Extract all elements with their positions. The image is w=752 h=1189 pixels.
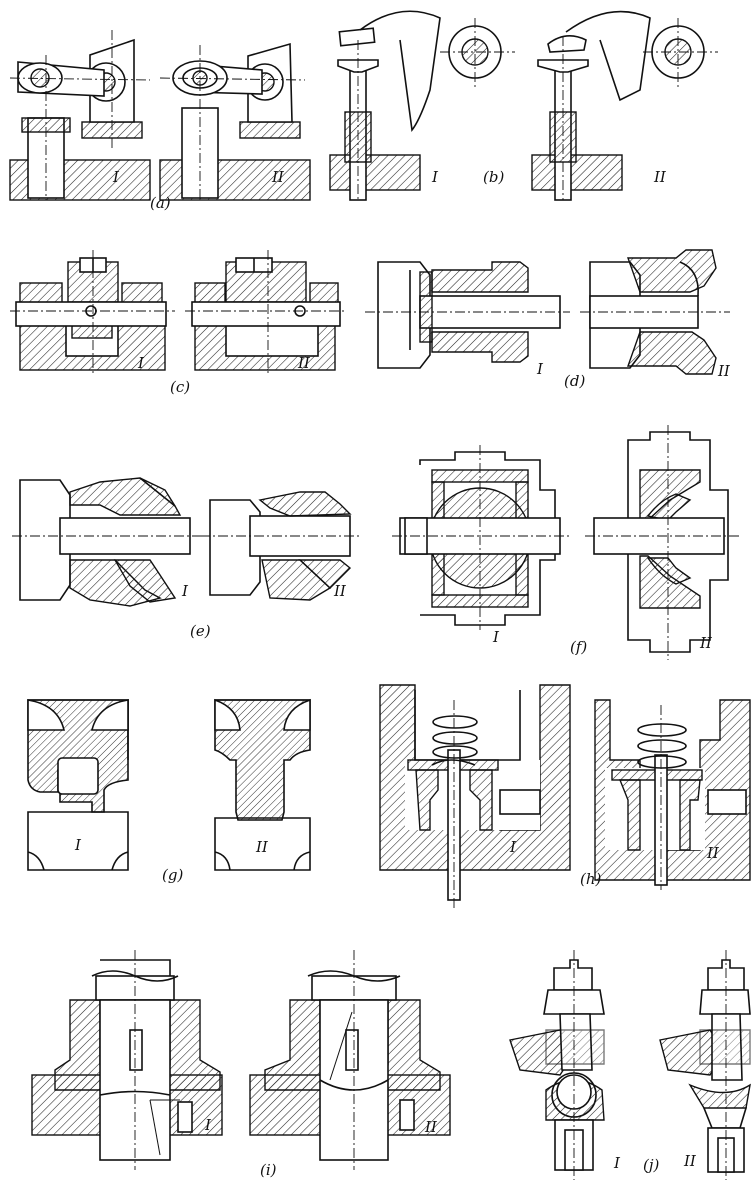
panel-b-variant-1-drawing <box>329 10 515 201</box>
panel-b-caption: (b) <box>483 168 504 186</box>
panel-f-variant-1-label: I <box>492 628 500 646</box>
panel-h-variant-2-drawing <box>594 699 751 890</box>
panel-i-variant-1-drawing <box>31 950 223 1170</box>
panel-e-caption: (e) <box>190 622 211 640</box>
panel-g-variant-1-label: I <box>74 836 82 854</box>
panel-c-caption: (c) <box>170 378 190 396</box>
panel-i-variant-1-label: I <box>204 1116 212 1134</box>
panel-f-variant-2-drawing <box>585 425 740 660</box>
panel-a-caption: (a) <box>150 194 171 212</box>
panel-a: I II (a) <box>9 30 311 212</box>
panel-j: I II (j) <box>509 950 751 1180</box>
panel-h-variant-1-drawing <box>379 684 571 910</box>
panel-j-variant-2-label: II <box>683 1152 697 1170</box>
panel-h-caption: (h) <box>580 870 602 888</box>
panel-g-variant-2-label: II <box>255 838 269 856</box>
panel-h-variant-2-label: II <box>706 844 720 862</box>
panel-c: I II (c) <box>10 250 345 396</box>
panel-d: I II (d) <box>365 249 731 390</box>
panel-e-variant-1-label: I <box>181 582 189 600</box>
panel-e: I II (e) <box>12 477 362 640</box>
panel-g-variant-1-drawing <box>27 699 129 871</box>
panel-c-variant-2-drawing <box>185 250 345 375</box>
panel-j-caption: (j) <box>643 1156 660 1174</box>
panel-a-variant-1-label: I <box>112 168 120 186</box>
panel-c-variant-1-label: I <box>137 354 145 372</box>
panel-h-variant-1-label: I <box>509 838 517 856</box>
panel-f-variant-2-label: II <box>699 634 713 652</box>
panel-d-variant-2-label: II <box>717 362 731 380</box>
panel-c-variant-2-label: II <box>297 354 311 372</box>
panel-g: I II (g) <box>27 698 311 884</box>
panel-i-variant-2-drawing <box>249 950 451 1170</box>
panel-f: I II (f) <box>392 425 740 660</box>
panel-e-variant-2-drawing <box>200 491 362 601</box>
panel-e-variant-2-label: II <box>333 582 347 600</box>
panel-i-variant-2-label: II <box>424 1118 438 1136</box>
panel-h: I II (h) <box>379 684 751 910</box>
panel-b-variant-2-drawing <box>531 10 718 201</box>
panel-b: I II (b) <box>329 10 718 201</box>
panel-j-variant-1-label: I <box>613 1154 621 1172</box>
panel-a-variant-2-drawing <box>159 42 311 201</box>
panel-a-variant-2-label: II <box>271 168 285 186</box>
panel-j-variant-1-drawing <box>509 950 605 1180</box>
panel-d-variant-2-drawing <box>580 249 730 375</box>
panel-f-caption: (f) <box>570 638 587 656</box>
panel-d-variant-1-drawing <box>365 261 570 369</box>
panel-d-caption: (d) <box>564 372 585 390</box>
panel-f-variant-1-drawing <box>392 445 570 630</box>
panel-d-variant-1-label: I <box>536 360 544 378</box>
panel-c-variant-1-drawing <box>10 250 175 375</box>
panel-j-variant-2-drawing <box>659 950 751 1180</box>
panel-i-caption: (i) <box>260 1161 277 1179</box>
panel-g-caption: (g) <box>162 866 183 884</box>
panel-g-variant-2-drawing <box>214 698 311 871</box>
panel-b-variant-2-label: II <box>653 168 667 186</box>
panel-a-variant-1-drawing <box>9 30 151 201</box>
panel-b-variant-1-label: I <box>431 168 439 186</box>
panel-i: I II (i) <box>31 950 451 1179</box>
panel-e-variant-1-drawing <box>12 477 200 607</box>
